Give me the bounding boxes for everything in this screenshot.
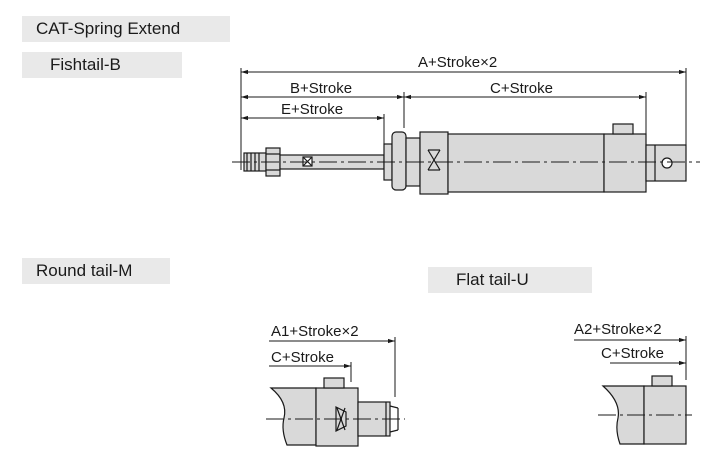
round-tail-label: Round tail-M (22, 258, 170, 284)
dim-e-stroke-text: E+Stroke (281, 101, 343, 118)
dim-c-stroke-round-text: C+Stroke (271, 349, 334, 366)
dim-c-stroke-text: C+Stroke (490, 80, 553, 97)
dim-b-stroke-text: B+Stroke (290, 80, 352, 97)
dim-a-stroke-text: A+Stroke×2 (418, 54, 497, 71)
dim-a1-stroke-text: A1+Stroke×2 (271, 323, 359, 340)
dimension-lines-round (269, 337, 396, 397)
flat-tail-label: Flat tail-U (428, 267, 592, 293)
cylinder-flat-tail (601, 375, 687, 445)
dimension-lines-flat (574, 336, 687, 380)
cylinder-round-tail (269, 377, 399, 447)
fishtail-label: Fishtail-B (22, 52, 182, 78)
title-label: CAT-Spring Extend (22, 16, 230, 42)
dim-c-stroke-flat-text: C+Stroke (601, 345, 664, 362)
dimension-lines (240, 68, 687, 170)
cylinder-fishtail (243, 123, 687, 195)
dim-a2-stroke-text: A2+Stroke×2 (574, 321, 662, 338)
